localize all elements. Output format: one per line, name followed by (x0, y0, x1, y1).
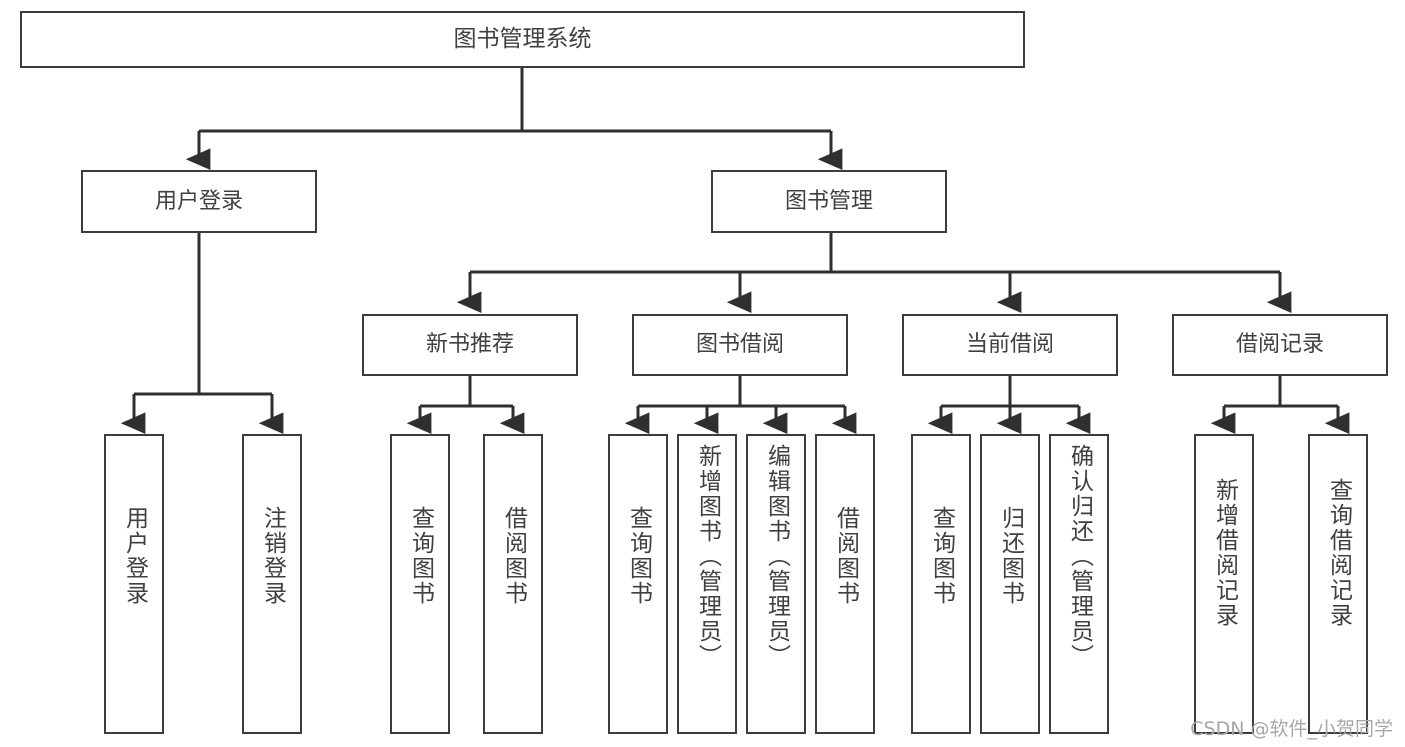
leaf-borrow-edit-book-admin[interactable]: 编辑图书（管理员） (746, 434, 806, 734)
node-label: 借阅记录 (1235, 332, 1324, 358)
node-label: 新增图书（管理员） (694, 444, 721, 669)
node-new-book-recommendation[interactable]: 新书推荐 (362, 314, 578, 376)
node-label: 借阅图书 (832, 506, 859, 606)
node-label: 当前借阅 (965, 332, 1054, 358)
node-label: 确认归还（管理员） (1066, 444, 1093, 669)
node-label: 查询图书 (625, 506, 652, 606)
node-book-borrowing[interactable]: 图书借阅 (632, 314, 848, 376)
node-label: 查询借阅记录 (1325, 478, 1352, 628)
node-label: 借阅图书 (500, 506, 527, 606)
node-label: 编辑图书（管理员） (763, 444, 790, 669)
node-label: 归还图书 (997, 506, 1024, 606)
leaf-borrow-add-book-admin[interactable]: 新增图书（管理员） (677, 434, 737, 734)
node-book-management[interactable]: 图书管理 (711, 170, 947, 233)
leaf-new-book-borrow-book[interactable]: 借阅图书 (483, 434, 543, 734)
node-label: 图书管理 (784, 188, 873, 214)
leaf-record-query-record[interactable]: 查询借阅记录 (1308, 434, 1368, 734)
leaf-record-add-record[interactable]: 新增借阅记录 (1194, 434, 1254, 734)
node-label: 查询图书 (407, 506, 434, 606)
node-label: 用户登录 (154, 188, 243, 214)
leaf-current-query-book[interactable]: 查询图书 (911, 434, 971, 734)
node-label: 新书推荐 (425, 332, 514, 358)
node-label: 图书管理系统 (453, 25, 592, 52)
node-root-book-management-system[interactable]: 图书管理系统 (20, 11, 1025, 68)
leaf-new-book-query-book[interactable]: 查询图书 (390, 434, 450, 734)
node-current-borrowing[interactable]: 当前借阅 (902, 314, 1118, 376)
leaf-borrow-borrow-book[interactable]: 借阅图书 (815, 434, 875, 734)
node-label: 查询图书 (928, 506, 955, 606)
node-label: 图书借阅 (695, 332, 784, 358)
node-borrowing-record[interactable]: 借阅记录 (1172, 314, 1388, 376)
node-user-login[interactable]: 用户登录 (81, 170, 317, 233)
node-label: 用户登录 (121, 506, 148, 606)
leaf-current-return-book[interactable]: 归还图书 (980, 434, 1040, 734)
leaf-user-login-login[interactable]: 用户登录 (104, 434, 164, 734)
csdn-watermark: CSDN @软件_小贺同学 (1190, 718, 1393, 740)
leaf-current-confirm-return-admin[interactable]: 确认归还（管理员） (1049, 434, 1109, 734)
leaf-borrow-query-book[interactable]: 查询图书 (608, 434, 668, 734)
node-label: 新增借阅记录 (1211, 478, 1238, 628)
leaf-user-login-logout[interactable]: 注销登录 (242, 434, 302, 734)
node-label: 注销登录 (259, 506, 286, 606)
